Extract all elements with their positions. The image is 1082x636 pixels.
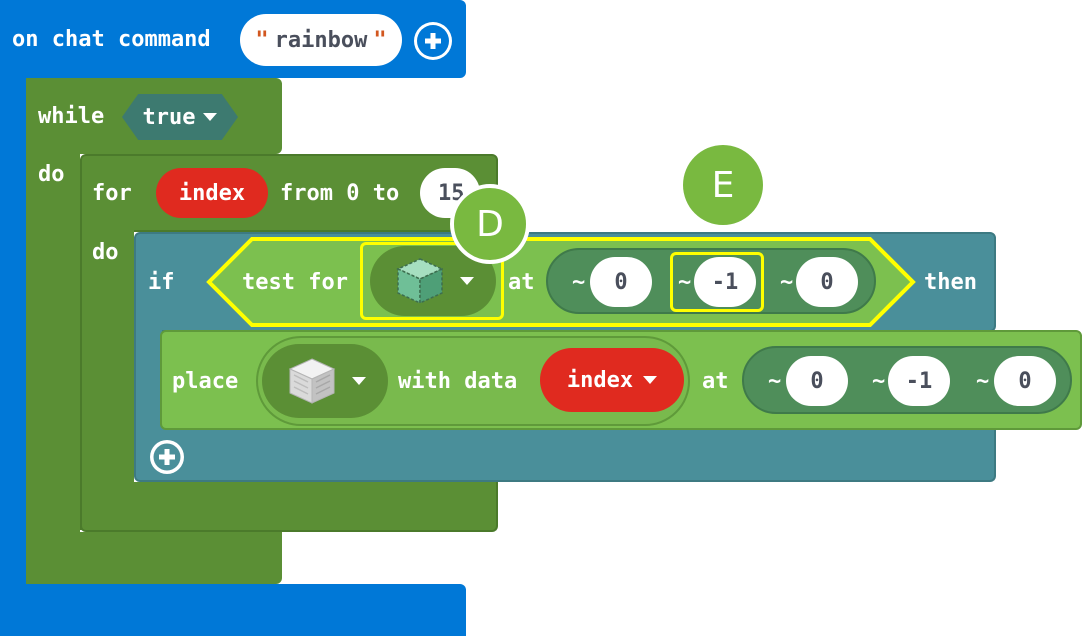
on-chat-command-label: on chat command	[12, 27, 211, 52]
test-for-y-value: -1	[711, 269, 739, 295]
while-condition-dropdown[interactable]: true	[122, 94, 238, 140]
while-label: while	[38, 104, 105, 129]
place-z-value: 0	[1018, 368, 1032, 394]
place-y-input[interactable]: -1	[888, 356, 950, 406]
wool-block-icon	[288, 358, 336, 404]
on-chat-command-spine	[0, 70, 26, 590]
with-data-label: with data	[398, 369, 518, 394]
place-at-label: at	[702, 369, 729, 394]
y-coordinate-highlight	[670, 252, 764, 312]
for-do-label: do	[92, 240, 119, 265]
callout-d-highlight	[360, 242, 504, 320]
glass-block-icon	[396, 258, 444, 305]
test-for-z-tilde: ~	[780, 270, 794, 295]
place-label: place	[172, 369, 239, 394]
place-block-dropdown[interactable]	[262, 344, 388, 418]
place-y-tilde: ~	[872, 369, 886, 394]
on-chat-command-footer	[0, 584, 466, 636]
callout-e-badge: E	[683, 145, 763, 225]
for-from-label: from 0 to	[280, 181, 400, 206]
place-z-tilde: ~	[976, 369, 990, 394]
test-for-at-label: at	[508, 270, 535, 295]
while-do-label: do	[38, 162, 65, 187]
for-block-spine	[80, 226, 134, 530]
test-for-label: test for	[242, 270, 348, 295]
test-for-x-input[interactable]: 0	[590, 257, 652, 307]
callout-d-letter: D	[476, 203, 504, 245]
test-for-x-tilde: ~	[572, 270, 586, 295]
test-for-z-value: 0	[820, 269, 834, 295]
quote-close: "	[373, 27, 387, 53]
test-for-z-input[interactable]: 0	[796, 257, 858, 307]
chevron-down-icon	[352, 377, 366, 385]
if-label: if	[148, 270, 175, 295]
place-x-input[interactable]: 0	[786, 356, 848, 406]
chevron-down-icon	[203, 113, 218, 121]
add-parameter-button[interactable]	[414, 22, 452, 60]
test-for-y-input[interactable]: -1	[694, 257, 756, 307]
place-z-input[interactable]: 0	[994, 356, 1056, 406]
test-for-x-value: 0	[614, 269, 628, 295]
callout-e-letter: E	[711, 164, 735, 206]
chat-command-value: rainbow	[274, 27, 368, 53]
while-block-footer	[26, 532, 282, 584]
place-data-variable-name: index	[566, 367, 634, 393]
place-y-value: -1	[905, 368, 933, 394]
if-block-spine	[134, 326, 162, 436]
for-label: for	[92, 181, 132, 206]
plus-circle-icon	[417, 25, 449, 57]
place-x-tilde: ~	[768, 369, 782, 394]
for-block-footer	[80, 482, 498, 532]
for-variable-name: index	[178, 180, 246, 206]
callout-d-badge: D	[450, 184, 530, 264]
chat-command-input[interactable]: " rainbow "	[240, 14, 402, 66]
chevron-down-icon	[643, 376, 658, 384]
place-data-variable-dropdown[interactable]: index	[540, 348, 684, 412]
test-for-y-tilde: ~	[678, 270, 692, 295]
quote-open: "	[255, 27, 269, 53]
while-condition-value: true	[142, 104, 196, 130]
for-variable-index[interactable]: index	[156, 168, 268, 218]
then-label: then	[924, 270, 977, 295]
while-block-spine	[26, 150, 80, 540]
chevron-down-icon	[460, 277, 474, 285]
plus-circle-icon	[150, 440, 184, 474]
if-block-footer	[134, 428, 996, 482]
add-else-button[interactable]	[148, 438, 186, 476]
place-x-value: 0	[810, 368, 824, 394]
